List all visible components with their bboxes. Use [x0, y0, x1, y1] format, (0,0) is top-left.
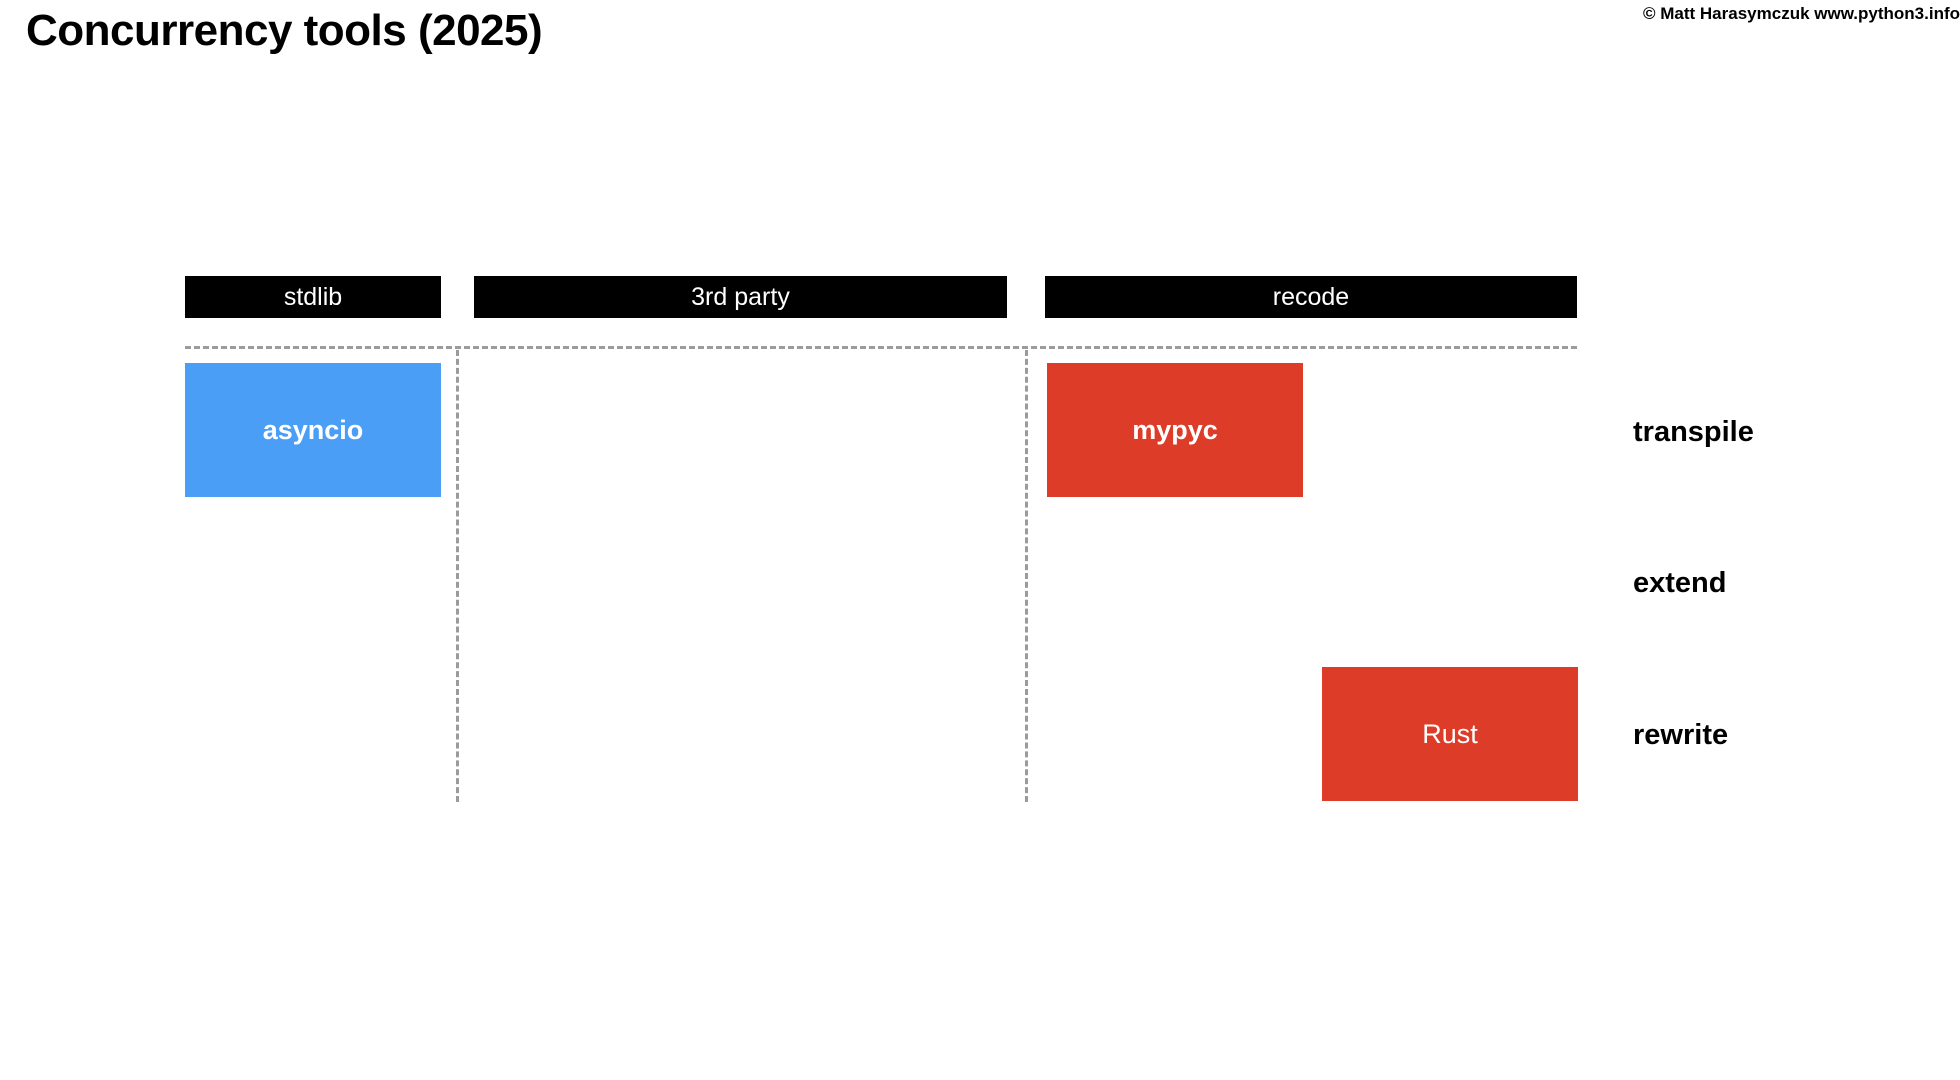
column-header-stdlib: stdlib	[185, 276, 441, 318]
vertical-dashed-divider-stdlib-3rdparty	[456, 350, 459, 802]
item-box-rust[interactable]: Rust	[1322, 667, 1578, 801]
copyright-notice: © Matt Harasymczuk www.python3.info	[1643, 4, 1960, 23]
horizontal-dashed-divider	[185, 346, 1577, 349]
column-header-recode-label: recode	[1272, 282, 1350, 311]
vertical-dashed-divider-3rdparty-recode	[1025, 350, 1028, 802]
item-box-mypyc[interactable]: mypyc	[1047, 363, 1303, 497]
page-title: Concurrency tools (2025)	[26, 6, 543, 55]
item-box-rust-label: Rust	[1422, 718, 1478, 749]
column-header-recode: recode	[1045, 276, 1577, 318]
column-header-stdlib-label: stdlib	[283, 282, 343, 311]
row-label-extend: extend	[1633, 567, 1727, 599]
column-header-3rd-party-label: 3rd party	[691, 282, 790, 311]
row-label-rewrite: rewrite	[1633, 719, 1729, 751]
item-box-mypyc-label: mypyc	[1132, 414, 1218, 445]
item-box-asyncio-label: asyncio	[262, 414, 364, 445]
item-box-asyncio[interactable]: asyncio	[185, 363, 441, 497]
row-label-transpile: transpile	[1633, 416, 1754, 448]
column-header-3rd-party: 3rd party	[474, 276, 1007, 318]
